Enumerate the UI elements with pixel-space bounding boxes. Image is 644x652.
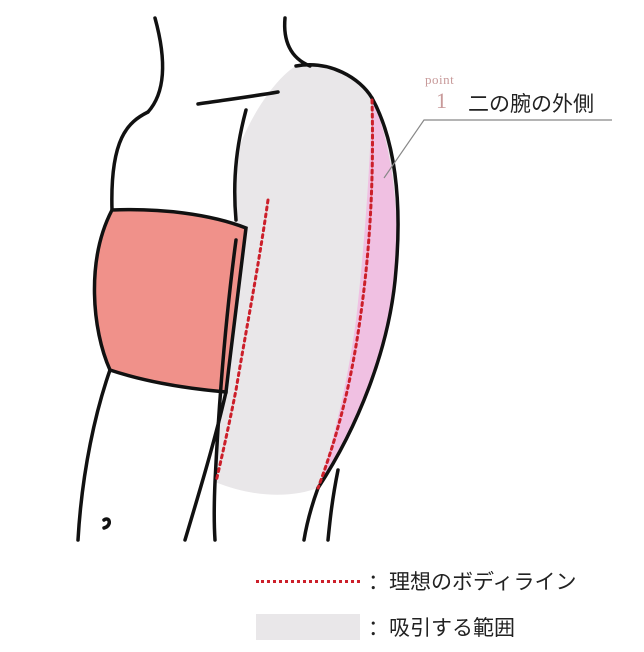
body-outline xyxy=(76,16,400,542)
legend-slim-area: ：吸引する範囲 xyxy=(256,612,515,642)
gray-area-swatch xyxy=(256,614,360,640)
callout-point-label: point xyxy=(425,72,455,87)
callout-number: 1 xyxy=(436,88,447,113)
legend-ideal-line-label: ：理想のボディライン xyxy=(368,570,577,594)
legend-slim-area-label: ：吸引する範囲 xyxy=(368,616,515,640)
legend-ideal-line: ：理想のボディライン xyxy=(256,566,577,596)
ideal-body-line xyxy=(214,98,374,490)
callout-text: 二の腕の外側 xyxy=(468,92,594,116)
callout-leader-line xyxy=(383,119,612,179)
red-dotted-line-marker xyxy=(256,579,360,583)
outer-arm-highlight xyxy=(318,98,397,488)
